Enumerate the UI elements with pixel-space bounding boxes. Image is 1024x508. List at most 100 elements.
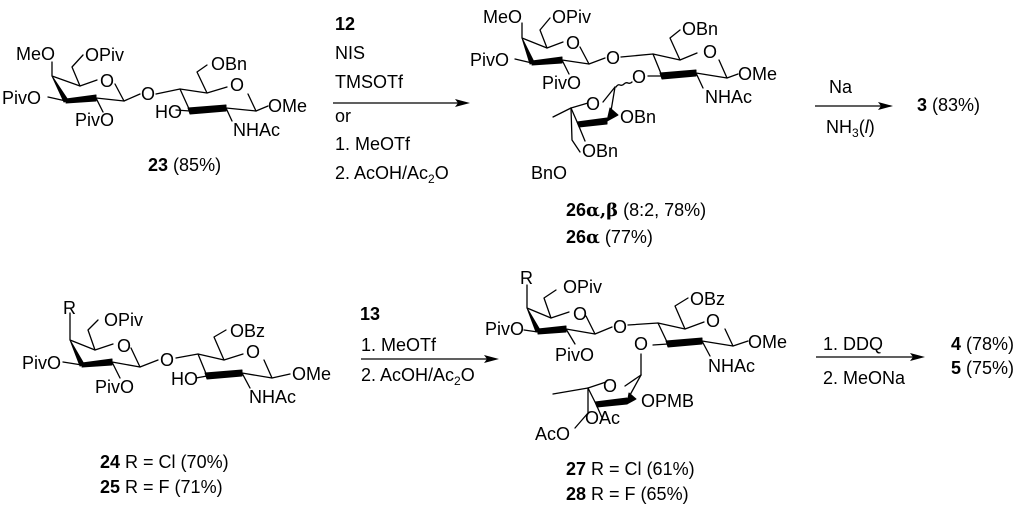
wavy-bond [615,81,633,88]
ome-label: OMe [268,96,307,116]
ome-label: OMe [292,364,331,384]
r-label: R [63,298,76,318]
opmb-label: OPMB [641,391,694,411]
pivo-label: PivO [95,377,134,397]
step-acoh-ac2o: 2. AcOH/Ac2O [335,163,449,186]
galactose-ring [523,284,613,345]
obz-label: OBz [230,321,265,341]
compound-27-caption: 27 R = Cl (61%) [566,459,695,479]
compound-23-caption: 23 (85%) [148,155,221,175]
reagent-nh3-liquid: NH3(l) [826,117,875,140]
obn-label: OBn [682,19,718,39]
obn-label: OBn [582,141,618,161]
compound-26ab-caption: 26α,β (8:2, 78%) [566,200,706,221]
ho-label: HO [155,102,182,122]
ho-label: HO [171,369,198,389]
r-label: R [520,268,533,288]
glucosamine-ring [155,64,269,122]
nhac-label: NHAc [705,87,752,107]
pivo-label: PivO [542,73,581,93]
compound-26a-caption: 26α (77%) [566,227,653,248]
pivo-label: PivO [555,345,594,365]
glycosidic-oxygen-label: O [160,350,174,370]
meo-label: MeO [483,7,522,27]
arrow-head [455,99,470,107]
glucosamine-ring [627,297,749,357]
compound-27-28-structure: R OPiv O PivO PivO O OBz O O OMe NHAc [485,268,787,444]
or-label: or [335,106,351,126]
compound-26-structure: MeO OPiv O PivO PivO O OBn O O OMe NHAc [470,7,777,183]
ring-oxygen-label: O [246,342,260,362]
reagent-12: 12 [335,14,355,34]
bno-label: BnO [531,163,567,183]
reaction-arrow-1: 12 NIS TMSOTf or 1. MeOTf 2. AcOH/Ac2O [333,14,470,186]
arrow-head [484,355,499,363]
nhac-label: NHAc [249,387,296,407]
glycosidic-oxygen-label: O [141,84,155,104]
glycosidic-oxygen-label: O [613,317,627,337]
aco-label: AcO [535,424,570,444]
galactose-ring [47,54,141,113]
reagent-tmsotf: TMSOTf [335,72,404,92]
ring-oxygen-label: O [573,304,587,324]
pivo-label: PivO [75,110,114,130]
compound-25-caption: 25 R = F (71%) [100,477,223,497]
opiv-label: OPiv [104,310,143,330]
ring-oxygen-label: O [586,94,600,114]
reagent-13: 13 [360,304,380,324]
o3-label: O [632,67,646,87]
step-meona: 2. MeONa [823,368,906,388]
meo-label: MeO [16,44,55,64]
ring-oxygen-label: O [100,71,114,91]
wedge-bond [65,94,97,104]
glycosidic-oxygen-label: O [606,48,620,68]
pivo-label: PivO [485,319,524,339]
fucose-ring [552,353,642,429]
oac-label: OAc [585,408,620,428]
wedge-bond [187,104,227,115]
compound-3-caption: 3 (83%) [917,95,980,115]
nhac-label: NHAc [233,120,280,140]
pivo-label: PivO [22,353,61,373]
step-meotf: 1. MeOTf [335,134,411,154]
ring-oxygen-label: O [117,336,131,356]
step-ddq: 1. DDQ [823,334,883,354]
compound-24-caption: 24 R = Cl (70%) [100,452,229,472]
ome-label: OMe [738,64,777,84]
reagent-nis: NIS [335,43,365,63]
o3-label: O [634,334,648,354]
compound-23-structure: MeO OPiv O PivO PivO O OBn O HO OMe NHAc [2,44,307,140]
reaction-arrow-2: Na NH3(l) [815,77,893,140]
ring-oxygen-label: O [706,311,720,331]
reaction-arrow-3: 13 1. MeOTf 2. AcOH/Ac2O [360,304,499,388]
fucose-ring [552,81,633,153]
arrow-head [910,353,925,361]
glucosamine-ring [175,329,291,389]
opiv-label: OPiv [563,277,602,297]
compound-24-25-structure: R OPiv O PivO PivO O OBz O HO OMe NHAc [22,298,331,407]
obz-label: OBz [690,289,725,309]
opiv-label: OPiv [552,7,591,27]
ring-oxygen-label: O [566,33,580,53]
nhac-label: NHAc [708,356,755,376]
ring-oxygen-label: O [603,376,617,396]
reagent-na: Na [829,77,853,97]
step-acoh-ac2o: 2. AcOH/Ac2O [361,365,475,388]
opiv-label: OPiv [85,45,124,65]
ome-label: OMe [748,332,787,352]
pivo-label: PivO [2,88,41,108]
glucosamine-ring [620,29,739,89]
obn-label: OBn [211,54,247,74]
compound-4-caption: 4 (78%) [951,334,1014,354]
pivo-label: PivO [470,50,509,70]
galactose-ring [514,17,606,75]
galactose-ring [62,312,159,379]
compound-number: 23 [148,155,168,175]
arrow-head [878,102,893,110]
yield: (85%) [173,155,221,175]
ring-oxygen-label: O [703,42,717,62]
compound-28-caption: 28 R = F (65%) [566,484,689,504]
step-meotf: 1. MeOTf [361,335,437,355]
reaction-arrow-4: 1. DDQ 2. MeONa [816,334,925,388]
